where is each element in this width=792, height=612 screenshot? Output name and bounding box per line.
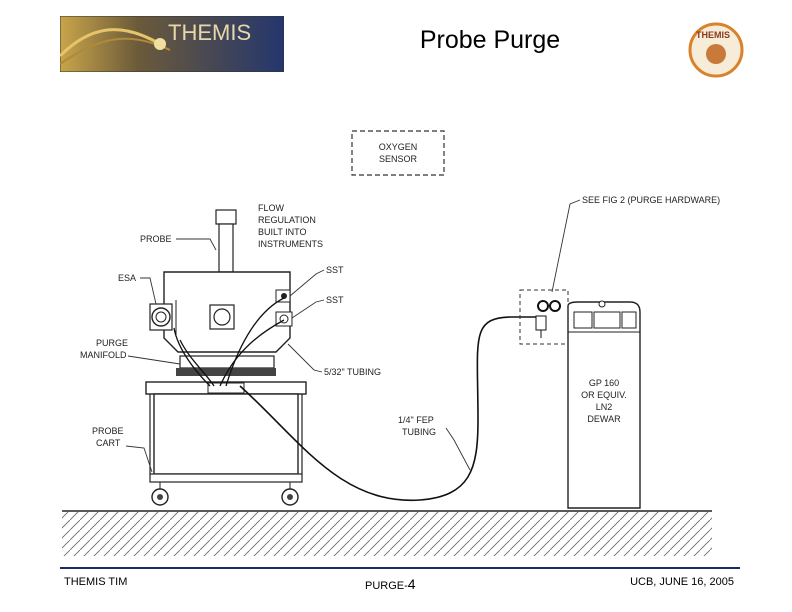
footer-middle: PURGE-4	[365, 576, 416, 592]
see-fig-label: SEE FIG 2 (PURGE HARDWARE)	[582, 195, 720, 205]
themis-seal-icon: THEMIS	[688, 22, 744, 78]
footer-right: UCB, JUNE 16, 2005	[630, 576, 734, 588]
cart-wheel-left	[151, 482, 169, 506]
ln2-dewar: GP 160 OR EQUIV. LN2 DEWAR	[567, 300, 641, 509]
fep-tubing	[239, 316, 540, 501]
footer-left: THEMIS TIM	[64, 576, 128, 588]
flow-label-4: INSTRUMENTS	[258, 239, 323, 249]
flow-label-1: FLOW	[258, 203, 285, 213]
probe-cart	[145, 381, 307, 506]
dewar-label-4: DEWAR	[587, 414, 621, 424]
footer-rule	[60, 567, 740, 569]
purge-label-2: MANIFOLD	[80, 350, 127, 360]
sst-label-1: SST	[326, 265, 344, 275]
dewar-label-2: OR EQUIV.	[581, 390, 627, 400]
purge-hardware	[519, 289, 569, 345]
oxygen-sensor: OXYGEN SENSOR	[351, 130, 445, 176]
floor	[62, 510, 712, 556]
probe	[149, 209, 293, 353]
flow-label-3: BUILT INTO	[258, 227, 307, 237]
probe-label: PROBE	[140, 234, 172, 244]
oxygen-label-2: SENSOR	[379, 154, 418, 164]
dewar-label-1: GP 160	[589, 378, 619, 388]
seal-text: THEMIS	[696, 30, 730, 40]
fep-label-1: 1/4" FEP	[398, 415, 434, 425]
cart-label-1: PROBE	[92, 426, 124, 436]
flow-label-2: REGULATION	[258, 215, 316, 225]
fep-label-2: TUBING	[402, 427, 436, 437]
themis-logo: THEMIS	[60, 16, 284, 72]
footer-page-number: 4	[407, 576, 416, 592]
logo-text: THEMIS	[168, 20, 251, 45]
purge-label-1: PURGE	[96, 338, 128, 348]
page-title: Probe Purge	[419, 26, 561, 54]
leader-lines	[125, 199, 581, 473]
esa-label: ESA	[118, 273, 136, 283]
cart-wheel-right	[281, 482, 299, 506]
oxygen-label-1: OXYGEN	[379, 142, 418, 152]
esa-instrument	[149, 303, 173, 331]
sst-label-2: SST	[326, 295, 344, 305]
purge-manifold	[176, 355, 276, 394]
cart-label-2: CART	[96, 438, 121, 448]
small-tubing	[173, 297, 285, 387]
footer-page-prefix: PURGE-	[365, 580, 408, 592]
tubing-532-label: 5/32" TUBING	[324, 367, 381, 377]
dewar-label-3: LN2	[596, 402, 613, 412]
